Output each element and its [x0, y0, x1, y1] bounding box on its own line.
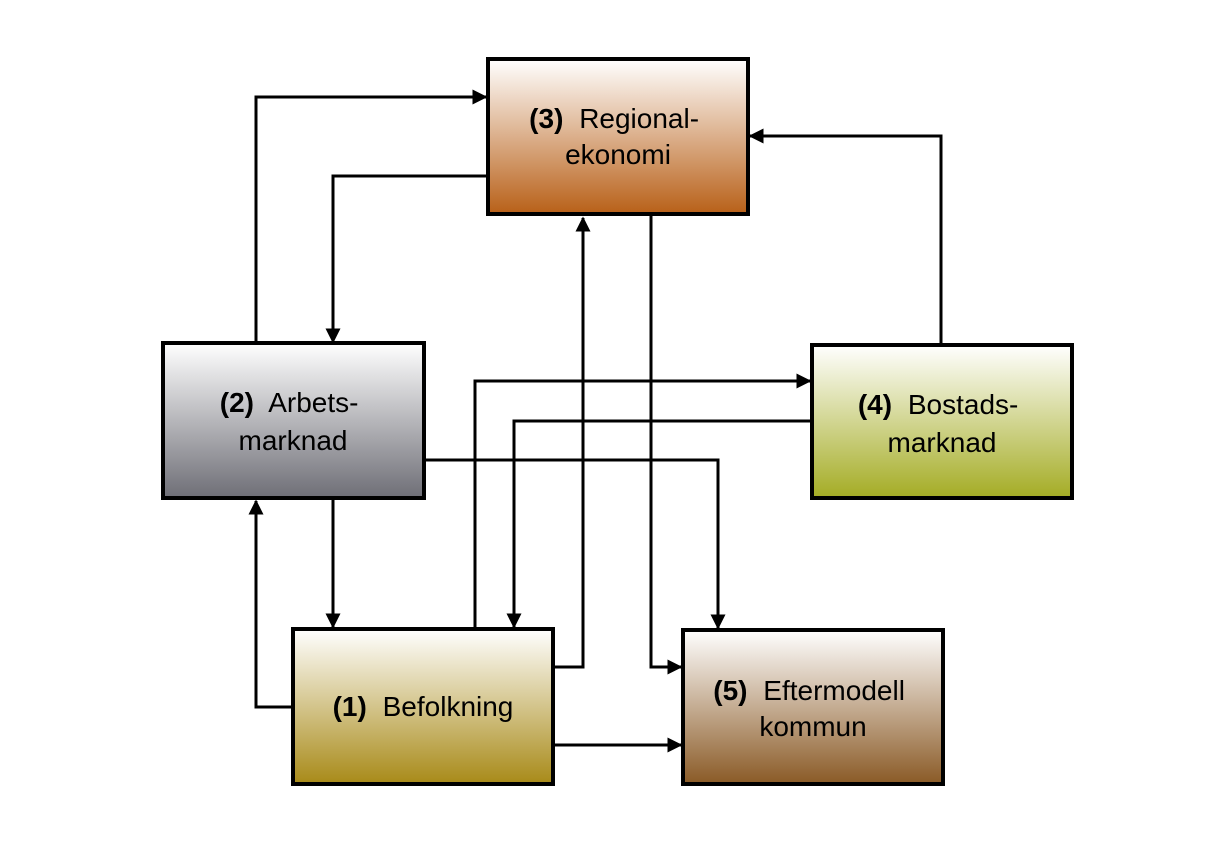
- connectors: [248, 89, 943, 753]
- node-arbetsmarknad: (2) Arbets- marknad: [161, 341, 426, 500]
- arrow-arbets-to-regional: [254, 89, 488, 343]
- node-eftermodell-number: (5): [713, 675, 747, 706]
- node-regional-label: (3) Regional- ekonomi: [529, 103, 707, 170]
- node-eftermodell-line-1: Eftermodell: [763, 675, 905, 706]
- node-befolkning-box: [291, 627, 555, 786]
- arrow-bostads-to-regional: [748, 128, 943, 344]
- node-arbets-box: [161, 341, 426, 500]
- node-eftermodell-label: (5) Eftermodell kommun: [713, 675, 912, 742]
- node-bostads-label: (4) Bostads- marknad: [858, 389, 1026, 458]
- arrow-befolkning-to-bostads: [473, 373, 812, 628]
- node-regional-line-1: Regional-: [579, 103, 699, 134]
- node-bostads-line-1: Bostads-: [908, 389, 1019, 420]
- node-regional-line-2: ekonomi: [565, 139, 671, 170]
- arrow-regional-to-eftermodell: [649, 214, 683, 675]
- node-bostads-box: [810, 343, 1074, 500]
- node-arbets-line-1: Arbets-: [268, 387, 358, 418]
- node-arbets-label: (2) Arbets- marknad: [220, 387, 367, 456]
- node-befolkning-line-1: Befolkning: [383, 691, 514, 722]
- node-eftermodell-kommun: (5) Eftermodell kommun: [681, 628, 945, 786]
- arrow-befolkning-to-arbets: [248, 499, 293, 709]
- node-befolkning-label: (1) Befolkning: [333, 691, 514, 722]
- node-regional-number: (3): [529, 103, 563, 134]
- arrow-bostads-to-befolkning: [506, 419, 810, 629]
- arrow-befolkning-to-regional: [553, 216, 591, 669]
- node-arbets-line-2: marknad: [239, 425, 348, 456]
- node-bostads-line-2: marknad: [888, 427, 997, 458]
- node-regional-box: [486, 57, 750, 216]
- node-bostadsmarknad: (4) Bostads- marknad: [810, 343, 1074, 500]
- node-eftermodell-box: [681, 628, 945, 786]
- node-befolkning-number: (1): [333, 691, 367, 722]
- node-arbets-number: (2): [220, 387, 254, 418]
- arrow-regional-to-arbets: [325, 174, 488, 344]
- arrow-arbets-to-eftermodell: [425, 458, 726, 630]
- node-bostads-number: (4): [858, 389, 892, 420]
- node-befolkning: (1) Befolkning: [291, 627, 555, 786]
- node-regional-ekonomi: (3) Regional- ekonomi: [486, 57, 750, 216]
- node-eftermodell-line-2: kommun: [759, 711, 866, 742]
